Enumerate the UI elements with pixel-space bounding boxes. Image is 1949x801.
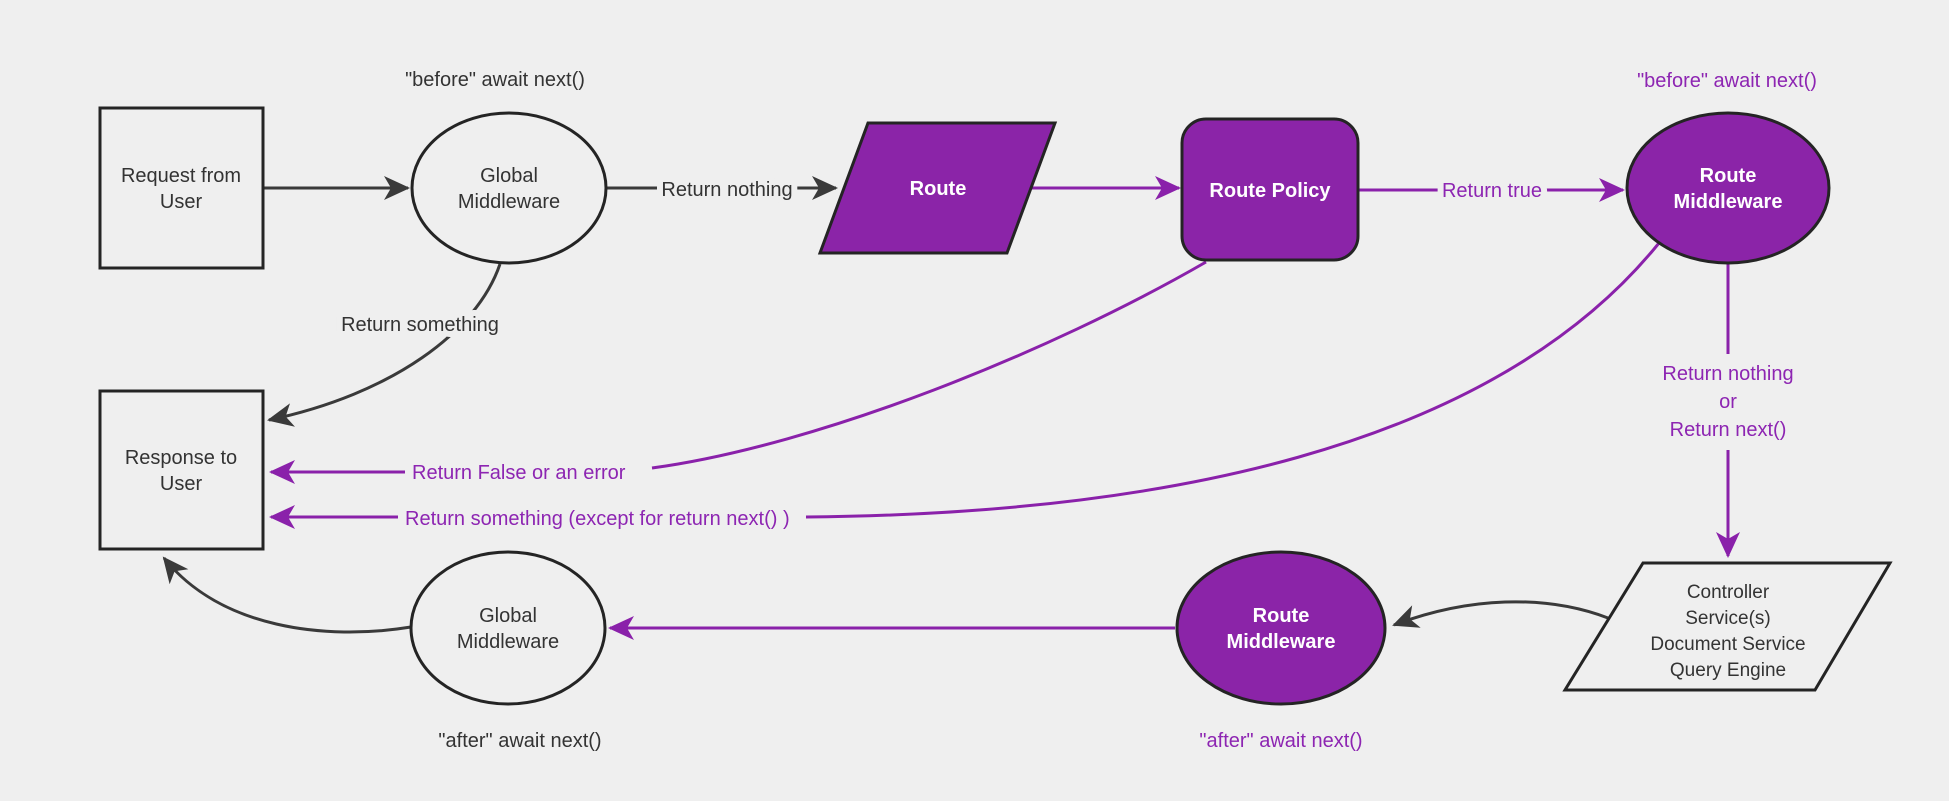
node-label: Middleware (1674, 191, 1783, 213)
edge-label-return-something-except: Return something (except for return next… (405, 508, 790, 530)
node-label: Route (1700, 165, 1757, 187)
edge-label-return-nothing-or-3: Return next() (1670, 419, 1787, 441)
node-label: Request from (121, 165, 241, 187)
node-global-middleware-bottom: Global Middleware (409, 550, 607, 706)
node-request-from-user: Request from User (98, 106, 265, 270)
node-label: Route (910, 178, 967, 200)
edge-label-return-nothing: Return nothing (661, 179, 792, 201)
node-label: Middleware (457, 631, 559, 653)
edge-controllers-to-route-middleware-bottom (1392, 600, 1609, 628)
node-route-middleware-top: Route Middleware (1625, 111, 1831, 265)
label-after-await-next-right: "after" await next() (1199, 730, 1362, 752)
node-route: Route (817, 121, 1058, 255)
edge-label-return-false: Return False or an error (412, 462, 626, 484)
edge-label-return-nothing-or-1: Return nothing (1662, 363, 1793, 385)
edge-label-return-true: Return true (1442, 180, 1542, 202)
node-label: Route (1253, 605, 1310, 627)
node-label: Global (479, 605, 537, 627)
edge-label-background (1645, 354, 1811, 450)
edge-global-middleware-bottom-to-response (162, 556, 412, 634)
edge-label-return-something: Return something (341, 314, 499, 336)
node-label: Middleware (458, 191, 560, 213)
edge-global-middleware-return-something: Return something (267, 263, 505, 427)
node-label: Response to (125, 447, 237, 469)
edge-route-policy-to-route-middleware: Return true (1358, 174, 1625, 208)
node-label: Service(s) (1685, 608, 1771, 629)
edge-global-middleware-to-route: Return nothing (606, 173, 838, 207)
edge-label-return-nothing-or-2: or (1719, 391, 1737, 413)
label-before-await-next-right: "before" await next() (1637, 70, 1817, 92)
node-route-policy: Route Policy (1180, 117, 1360, 262)
node-label: User (160, 473, 203, 495)
node-label: Global (480, 165, 538, 187)
label-before-await-next-top: "before" await next() (405, 69, 585, 91)
node-label: Document Service (1650, 634, 1805, 655)
node-response-to-user: Response to User (98, 389, 265, 551)
node-controllers: Controller Service(s) Document Service Q… (1562, 561, 1893, 692)
node-label: User (160, 191, 203, 213)
edge-route-middleware-return-something-except: Return something (except for return next… (269, 242, 1661, 530)
node-global-middleware-top: Global Middleware (410, 111, 608, 265)
node-label: Route Policy (1209, 180, 1331, 202)
edge-route-policy-return-false: Return False or an error (269, 260, 1207, 484)
edge-route-middleware-to-controllers: Return nothing or Return next() (1645, 264, 1811, 558)
node-label: Controller (1687, 582, 1770, 603)
node-route-middleware-bottom: Route Middleware (1175, 550, 1387, 706)
node-label: Query Engine (1670, 660, 1786, 681)
label-after-await-next-left: "after" await next() (438, 730, 601, 752)
node-label: Middleware (1227, 631, 1336, 653)
